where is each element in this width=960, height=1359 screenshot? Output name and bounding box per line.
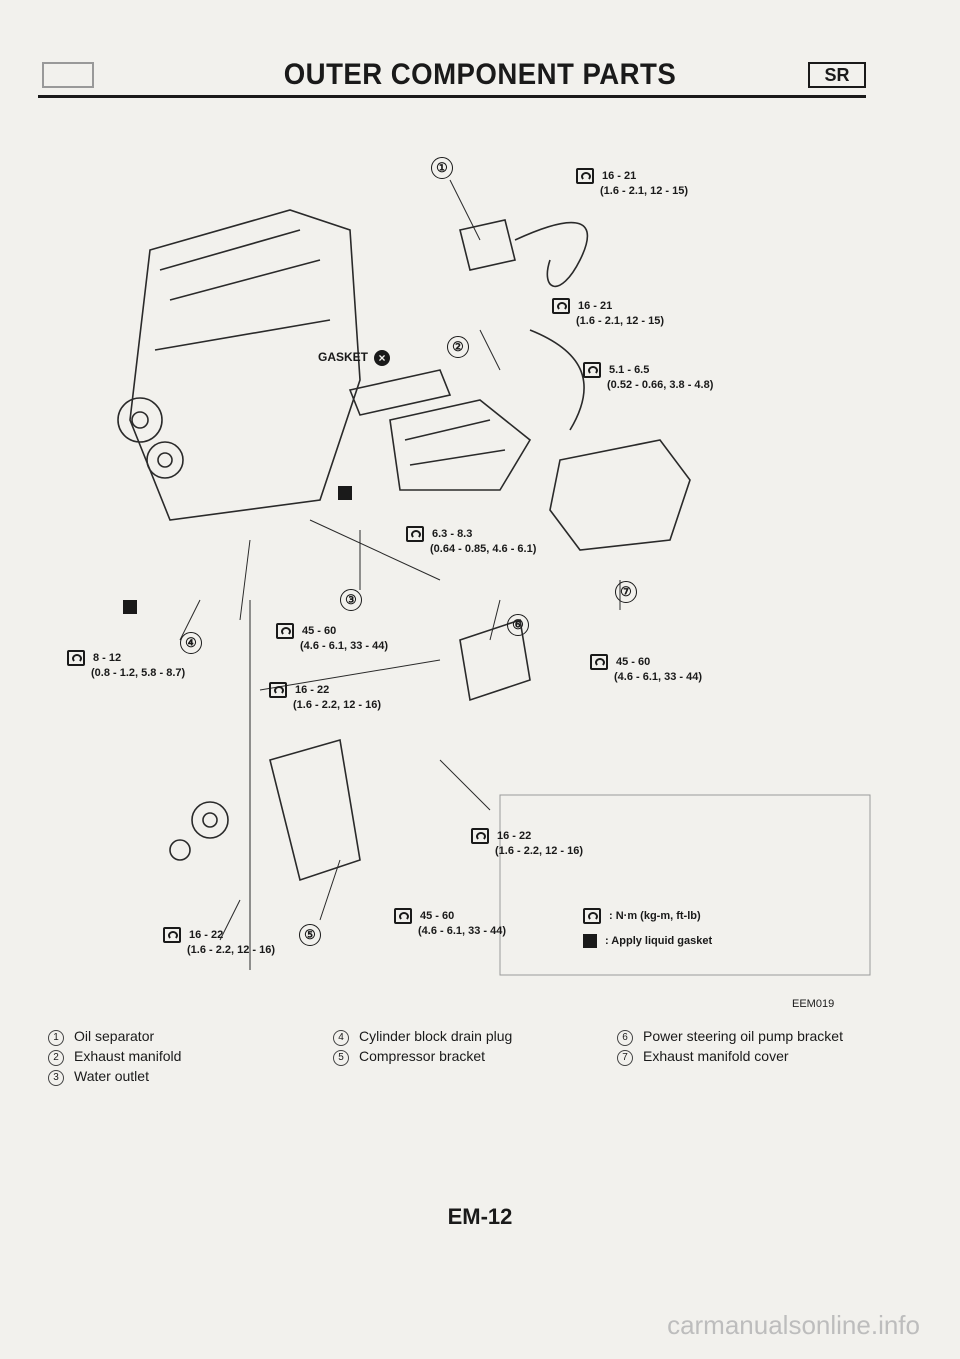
liquid-gasket-icon-2	[123, 598, 145, 616]
section-tab-sr: SR	[808, 62, 866, 88]
liquid-gasket-key: : Apply liquid gasket	[583, 934, 712, 948]
torque-spec: 16 - 22 (1.6 - 2.2, 12 - 16)	[269, 682, 381, 713]
torque-icon	[163, 927, 181, 943]
liquid-gasket-icon	[583, 934, 597, 948]
torque-icon	[583, 362, 601, 378]
torque-icon	[583, 908, 601, 924]
torque-spec: 45 - 60 (4.6 - 6.1, 33 - 44)	[394, 908, 506, 939]
pipe	[529, 329, 585, 431]
torque-icon	[406, 526, 424, 542]
no-reuse-icon: ×	[374, 350, 391, 366]
page-title: OUTER COMPONENT PARTS	[283, 58, 677, 91]
torque-spec: 16 - 22 (1.6 - 2.2, 12 - 16)	[471, 828, 583, 859]
callout-7: ⑦	[615, 581, 637, 603]
compressor-pulley	[191, 801, 229, 839]
gasket	[348, 369, 452, 416]
exhaust-manifold-cover	[549, 439, 691, 551]
torque-spec: 16 - 21 (1.6 - 2.1, 12 - 15)	[552, 298, 664, 329]
section-tab-left	[42, 62, 94, 88]
watermark: carmanualsonline.info	[667, 1310, 920, 1340]
torque-icon	[394, 908, 412, 924]
torque-icon	[552, 298, 570, 314]
callout-1: ①	[431, 157, 453, 179]
torque-unit-key: : N·m (kg-m, ft-lb)	[583, 908, 701, 924]
torque-icon	[576, 168, 594, 184]
power-steering-bracket	[459, 618, 531, 702]
callout-2: ②	[447, 336, 469, 358]
torque-spec: 16 - 22 (1.6 - 2.2, 12 - 16)	[163, 927, 275, 958]
engine-diagram	[117, 179, 871, 976]
exhaust-manifold	[389, 399, 532, 491]
compressor-bracket	[269, 738, 361, 882]
torque-spec: 45 - 60 (4.6 - 6.1, 33 - 44)	[590, 654, 702, 685]
page-number: EM-12	[447, 1204, 513, 1229]
torque-icon	[471, 828, 489, 844]
torque-icon	[67, 650, 85, 666]
figure-code: EEM019	[792, 998, 835, 1010]
engine-block	[129, 209, 361, 521]
callout-4: ④	[180, 632, 202, 654]
torque-spec: 5.1 - 6.5 (0.52 - 0.66, 3.8 - 4.8)	[583, 362, 713, 393]
callout-6: ⑥	[507, 614, 529, 636]
header-rule	[38, 95, 866, 98]
callout-5: ⑤	[299, 924, 321, 946]
callout-3: ③	[340, 589, 362, 611]
torque-spec: 45 - 60 (4.6 - 6.1, 33 - 44)	[276, 623, 388, 654]
engine-pulley-1	[117, 397, 163, 443]
gasket-label: GASKET×	[318, 350, 391, 366]
torque-spec: 16 - 21 (1.6 - 2.1, 12 - 15)	[576, 168, 688, 199]
torque-icon	[590, 654, 608, 670]
torque-spec: 8 - 12 (0.8 - 1.2, 5.8 - 8.7)	[67, 650, 185, 681]
torque-icon	[276, 623, 294, 639]
engine-pulley-2	[146, 441, 184, 479]
torque-spec: 6.3 - 8.3 (0.64 - 0.85, 4.6 - 6.1)	[406, 526, 536, 557]
oil-separator	[459, 219, 516, 271]
torque-icon	[269, 682, 287, 698]
liquid-gasket-icon	[338, 484, 360, 502]
